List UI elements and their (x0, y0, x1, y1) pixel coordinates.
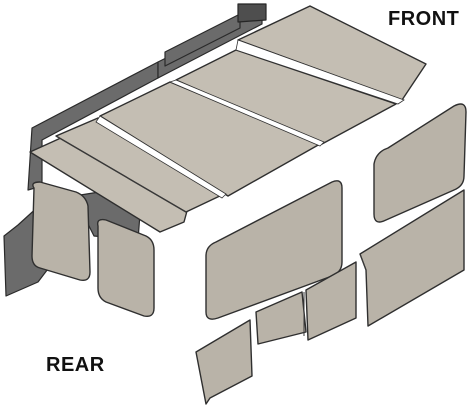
rear-right-door-panel (96, 218, 155, 318)
lower-side-panel-front (195, 319, 253, 405)
front-orientation-label: FRONT (388, 8, 460, 30)
lower-side-panel-center-left (255, 291, 307, 345)
floor-panels (29, 5, 427, 233)
rear-quarter-window-panel (373, 103, 467, 223)
side-wall-panels (195, 103, 467, 405)
rear-left-door-panel (31, 181, 91, 282)
lower-side-panel-center-right (305, 261, 357, 341)
rear-orientation-label: REAR (46, 354, 105, 376)
sliding-door-upper-panel (205, 180, 343, 320)
rear-door-panels (31, 181, 155, 318)
